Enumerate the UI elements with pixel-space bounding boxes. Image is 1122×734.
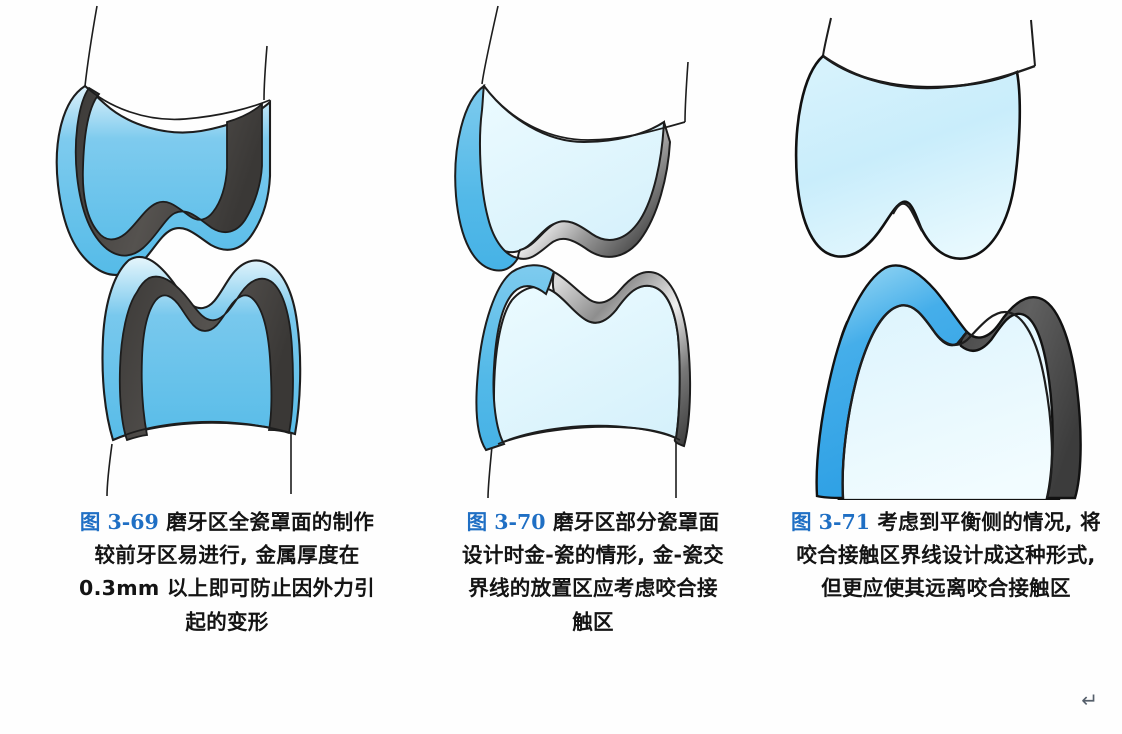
figure-panel-3-69: 图 3-69 磨牙区全瓷罩面的制作较前牙区易进行, 金属厚度在 0.3mm 以上… [0, 0, 420, 639]
figure-caption-3-70: 图 3-70 磨牙区部分瓷罩面设计时金-瓷的情形, 金-瓷交界线的放置区应考虑咬… [459, 506, 727, 639]
metal-ceramic-junction-line [956, 331, 968, 345]
upper-metal-coping [74, 86, 263, 257]
figure-panel-3-70: 图 3-70 磨牙区部分瓷罩面设计时金-瓷的情形, 金-瓷交界线的放置区应考虑咬… [420, 0, 760, 639]
figure-label-3-69: 图 3-69 [79, 510, 159, 534]
upper-cusp-notch [892, 202, 923, 232]
lower-tooth-root-lines [487, 440, 677, 499]
upper-tooth-root-lines [822, 17, 1036, 67]
molar-full-ceramic-veneer-diagram [55, 5, 302, 497]
upper-occlusal-outline [483, 85, 686, 141]
figure-caption-3-71: 图 3-71 考虑到平衡侧的情况, 将咬合接触区界线设计成这种形式, 但更应使其… [790, 506, 1102, 606]
upper-porcelain-layer [454, 83, 520, 272]
lower-cervical-outline [497, 424, 681, 445]
balancing-side-contact-boundary-diagram [794, 17, 1082, 500]
figure-caption-text-3-69: 磨牙区全瓷罩面的制作较前牙区易进行, 金属厚度在 0.3mm 以上即可防止因外力… [79, 510, 375, 634]
figure-label-3-70: 图 3-70 [466, 510, 546, 534]
figure-caption-text-3-71: 考虑到平衡侧的情况, 将咬合接触区界线设计成这种形式, 但更应使其远离咬合接触区 [796, 510, 1101, 601]
lower-porcelain-layer [475, 264, 556, 452]
upper-occlusal-outline [822, 55, 1036, 90]
molar-partial-ceramic-veneer-diagram [454, 5, 692, 499]
figure-label-3-71: 图 3-71 [791, 510, 870, 534]
upper-occlusal-outline [84, 85, 271, 121]
figure-caption-3-69: 图 3-69 磨牙区全瓷罩面的制作较前牙区易进行, 金属厚度在 0.3mm 以上… [77, 506, 377, 639]
upper-tooth-root-lines [481, 5, 689, 123]
figure-panel-3-71: 图 3-71 考虑到平衡侧的情况, 将咬合接触区界线设计成这种形式, 但更应使其… [760, 0, 1122, 606]
figure-caption-text-3-70: 磨牙区部分瓷罩面设计时金-瓷的情形, 金-瓷交界线的放置区应考虑咬合接触区 [462, 510, 724, 634]
lower-metal-coping [118, 275, 294, 442]
upper-tooth-root-lines [84, 5, 268, 101]
paragraph-return-mark: ↵ [1081, 688, 1098, 712]
lower-tooth-root-lines [106, 430, 292, 497]
upper-metal-coping [516, 121, 672, 260]
lower-coping-inner-outline [841, 304, 1054, 499]
lower-cervical-outline [112, 420, 296, 441]
